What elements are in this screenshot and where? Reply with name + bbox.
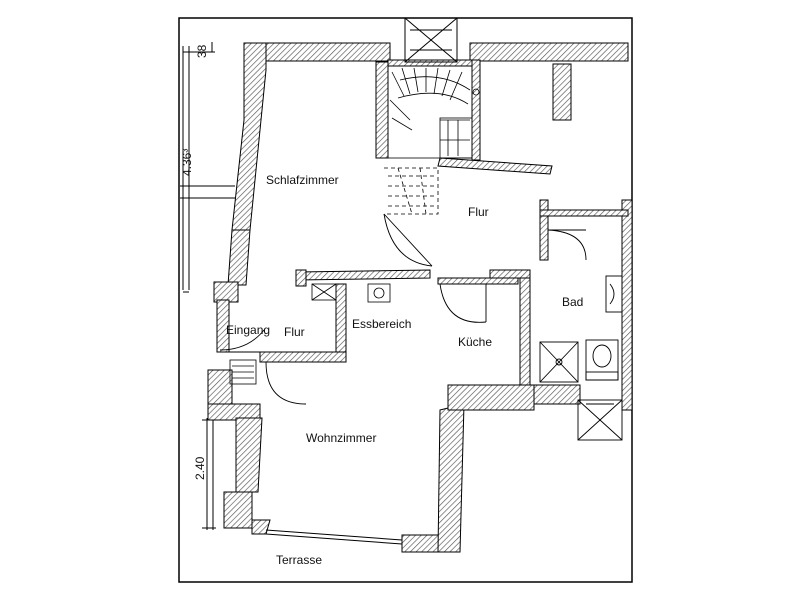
room-label-flur-lower: Flur [284,325,305,339]
room-label-flur-upper: Flur [468,205,489,219]
room-label-kueche: Küche [458,335,492,349]
dimension-lower-label: 2.40 [193,456,207,480]
dimension-top-label: 38 [195,44,209,58]
dimension-upper-label: 4.36³ [180,149,194,176]
door-swings [219,213,587,405]
shafts [311,283,391,303]
room-label-wohnzimmer: Wohnzimmer [306,431,376,445]
room-label-bad: Bad [562,295,583,309]
walls [207,42,633,553]
room-label-essbereich: Essbereich [352,317,411,331]
room-label-eingang: Eingang [226,323,270,337]
bathroom-fixtures [539,275,623,441]
top-window [404,17,458,63]
room-label-terrasse: Terrasse [276,553,322,567]
staircase [384,65,480,215]
terrace-opening [265,529,403,545]
room-label-schlafzimmer: Schlafzimmer [266,173,339,187]
entrance-steps [229,359,257,385]
